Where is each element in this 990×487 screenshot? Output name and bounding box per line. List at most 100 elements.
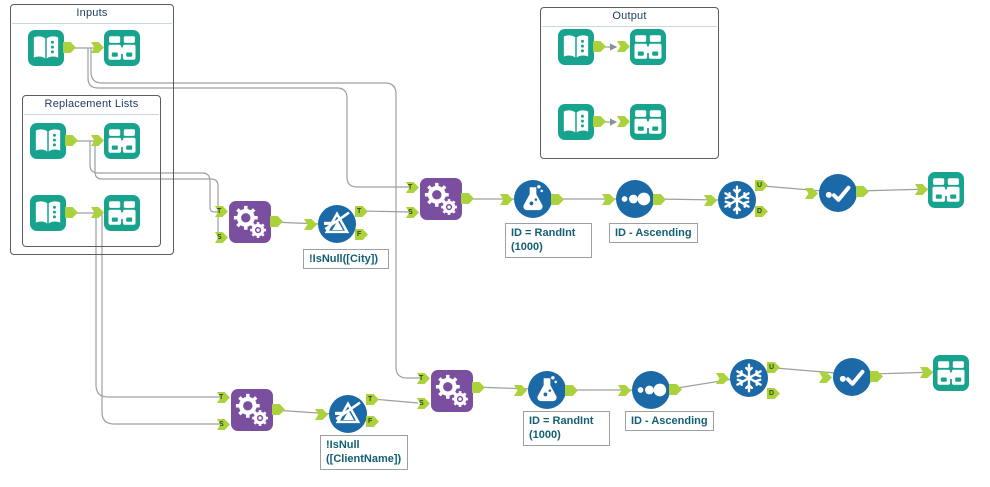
input-data-main[interactable]: [28, 30, 64, 66]
wire-inputbook-macro-city-T[interactable]: [87, 48, 410, 188]
browse-input-main-anchor-in[interactable]: [91, 42, 104, 53]
wire-filter2T-macro4S[interactable]: [372, 398, 419, 404]
formula-random-id-1[interactable]: [514, 180, 552, 218]
sort-id-1-anchor-in[interactable]: [602, 194, 615, 205]
macro-replace-clientname-anchor-out[interactable]: [472, 382, 485, 393]
macro-pairs-clientname-anchor-out[interactable]: [272, 404, 285, 415]
anchor-letter: T: [357, 208, 362, 215]
formula-random-id-1-anchor-in[interactable]: [500, 194, 513, 205]
input-data-replacement-1-anchor-out[interactable]: [65, 135, 78, 146]
wire-inputbook-macro-client-T[interactable]: [90, 48, 421, 379]
sort-id-1-anchor-out[interactable]: [653, 194, 666, 205]
output-data-1[interactable]: [558, 29, 594, 65]
annotation-line: ([ClientName]): [326, 453, 402, 466]
macro-replace-clientname-anchor-T[interactable]: T: [417, 373, 430, 384]
filter-clientname[interactable]: [329, 395, 367, 433]
output-data-1-anchor-out[interactable]: [593, 41, 606, 52]
browse-result-2[interactable]: [933, 355, 969, 391]
formula-random-id-2[interactable]: [528, 371, 566, 409]
macro-replace-city-anchor-T[interactable]: T: [406, 182, 419, 193]
macro-pairs-city-anchor-T[interactable]: T: [215, 206, 228, 217]
macro-replace-city-anchor-S[interactable]: S: [406, 207, 419, 218]
output-data-2-anchor-out[interactable]: [593, 116, 606, 127]
macro-replace-city[interactable]: [420, 178, 462, 220]
browse-output-1[interactable]: [630, 29, 666, 65]
annotation-formula-1[interactable]: ID = RandInt(1000): [505, 223, 592, 258]
macro-pairs-city[interactable]: [229, 201, 271, 243]
filter-city[interactable]: [318, 205, 356, 243]
input-data-replacement-1[interactable]: [30, 123, 66, 159]
browse-result-1[interactable]: [928, 172, 964, 208]
formula-random-id-2-anchor-in[interactable]: [514, 385, 527, 396]
sort-id-2[interactable]: [632, 371, 670, 409]
macro-pairs-clientname-anchor-T[interactable]: T: [217, 392, 230, 403]
filter-clientname-anchor-in[interactable]: [315, 409, 328, 420]
select-tool-2-anchor-out[interactable]: [870, 371, 883, 382]
input-data-main-anchor-out[interactable]: [63, 42, 76, 53]
input-data-replacement-2-anchor-out[interactable]: [65, 207, 78, 218]
filter-clientname-anchor-F[interactable]: F: [366, 416, 379, 427]
browse-replacement-2[interactable]: [104, 195, 140, 231]
macro-pairs-city-anchor-out[interactable]: [270, 216, 283, 227]
browse-result-2-anchor-in[interactable]: [920, 367, 933, 378]
input-data-replacement-2[interactable]: [30, 195, 66, 231]
wire-replbook2-macroT[interactable]: [95, 213, 221, 398]
filter-city-anchor-T[interactable]: T: [355, 206, 368, 217]
browse-input-main[interactable]: [104, 30, 140, 66]
sort-id-2-anchor-out[interactable]: [669, 384, 682, 395]
unique-tool-2-anchor-D[interactable]: D: [767, 388, 780, 399]
macro-replace-clientname[interactable]: [431, 370, 473, 412]
unique-tool-1-anchor-U[interactable]: U: [755, 180, 768, 191]
unique-tool-2[interactable]: [730, 359, 768, 397]
filter-icon: [324, 211, 350, 234]
wire-replbook1-macroT[interactable]: [89, 141, 219, 213]
container-label: Replacement Lists: [44, 98, 139, 110]
filter-city-anchor-in[interactable]: [304, 219, 317, 230]
annotation-sort-1[interactable]: ID - Ascending: [609, 223, 698, 244]
wire-unique2U-select2[interactable]: [774, 367, 837, 374]
browse-replacement-1-anchor-in[interactable]: [91, 135, 104, 146]
tool-container-replacement-lists[interactable]: Replacement Lists: [22, 95, 161, 247]
filter-city-anchor-F[interactable]: F: [355, 229, 368, 240]
select-tool-2-anchor-in[interactable]: [819, 372, 832, 383]
macro-pairs-clientname[interactable]: [231, 389, 273, 431]
select-tool-1[interactable]: [819, 174, 857, 212]
tool-container-output[interactable]: Output: [540, 7, 719, 159]
browse-output-2-anchor-in[interactable]: [617, 116, 630, 127]
unique-tool-1[interactable]: [718, 181, 756, 219]
annotation-formula-2[interactable]: ID = RandInt(1000): [523, 411, 610, 446]
unique-tool-1-anchor-D[interactable]: D: [755, 206, 768, 217]
browse-replacement-2-anchor-in[interactable]: [91, 207, 104, 218]
book-icon: [35, 201, 61, 224]
annotation-sort-2[interactable]: ID - Ascending: [625, 411, 714, 432]
sort-id-2-anchor-in[interactable]: [618, 385, 631, 396]
tool-container-inputs[interactable]: Inputs: [10, 4, 174, 255]
browse-result-1-anchor-in[interactable]: [915, 184, 928, 195]
browse-output-1-anchor-in[interactable]: [617, 41, 630, 52]
macro-pairs-city-anchor-S[interactable]: S: [215, 232, 228, 243]
filter-clientname-anchor-T[interactable]: T: [366, 394, 379, 405]
wire-filter1T-macro2S[interactable]: [361, 210, 411, 213]
unique-tool-2-anchor-U[interactable]: U: [767, 362, 780, 373]
annotation-filter-clientname[interactable]: !IsNull([ClientName]): [320, 435, 408, 470]
anchor-letter: T: [419, 375, 424, 382]
unique-tool-2-anchor-in[interactable]: [716, 373, 729, 384]
macro-replace-city-anchor-out[interactable]: [461, 193, 474, 204]
annotation-filter-city[interactable]: !IsNull([City]): [303, 249, 389, 270]
macro-replace-clientname-anchor-S[interactable]: S: [417, 398, 430, 409]
select-tool-1-anchor-out[interactable]: [856, 186, 869, 197]
annotation-line: !IsNull([City]): [309, 253, 379, 265]
formula-random-id-2-anchor-out[interactable]: [565, 385, 578, 396]
sort-id-1[interactable]: [616, 180, 654, 218]
output-data-2[interactable]: [558, 104, 594, 140]
wire-replbook2-macroS[interactable]: [101, 213, 221, 425]
browse-output-2[interactable]: [630, 104, 666, 140]
formula-random-id-1-anchor-out[interactable]: [551, 194, 564, 205]
macro-pairs-clientname-anchor-S[interactable]: S: [217, 419, 230, 430]
container-header-divider: [542, 26, 717, 27]
unique-tool-1-anchor-in[interactable]: [704, 195, 717, 206]
select-tool-2[interactable]: [833, 358, 871, 396]
select-tool-1-anchor-in[interactable]: [805, 188, 818, 199]
browse-replacement-1[interactable]: [104, 123, 140, 159]
